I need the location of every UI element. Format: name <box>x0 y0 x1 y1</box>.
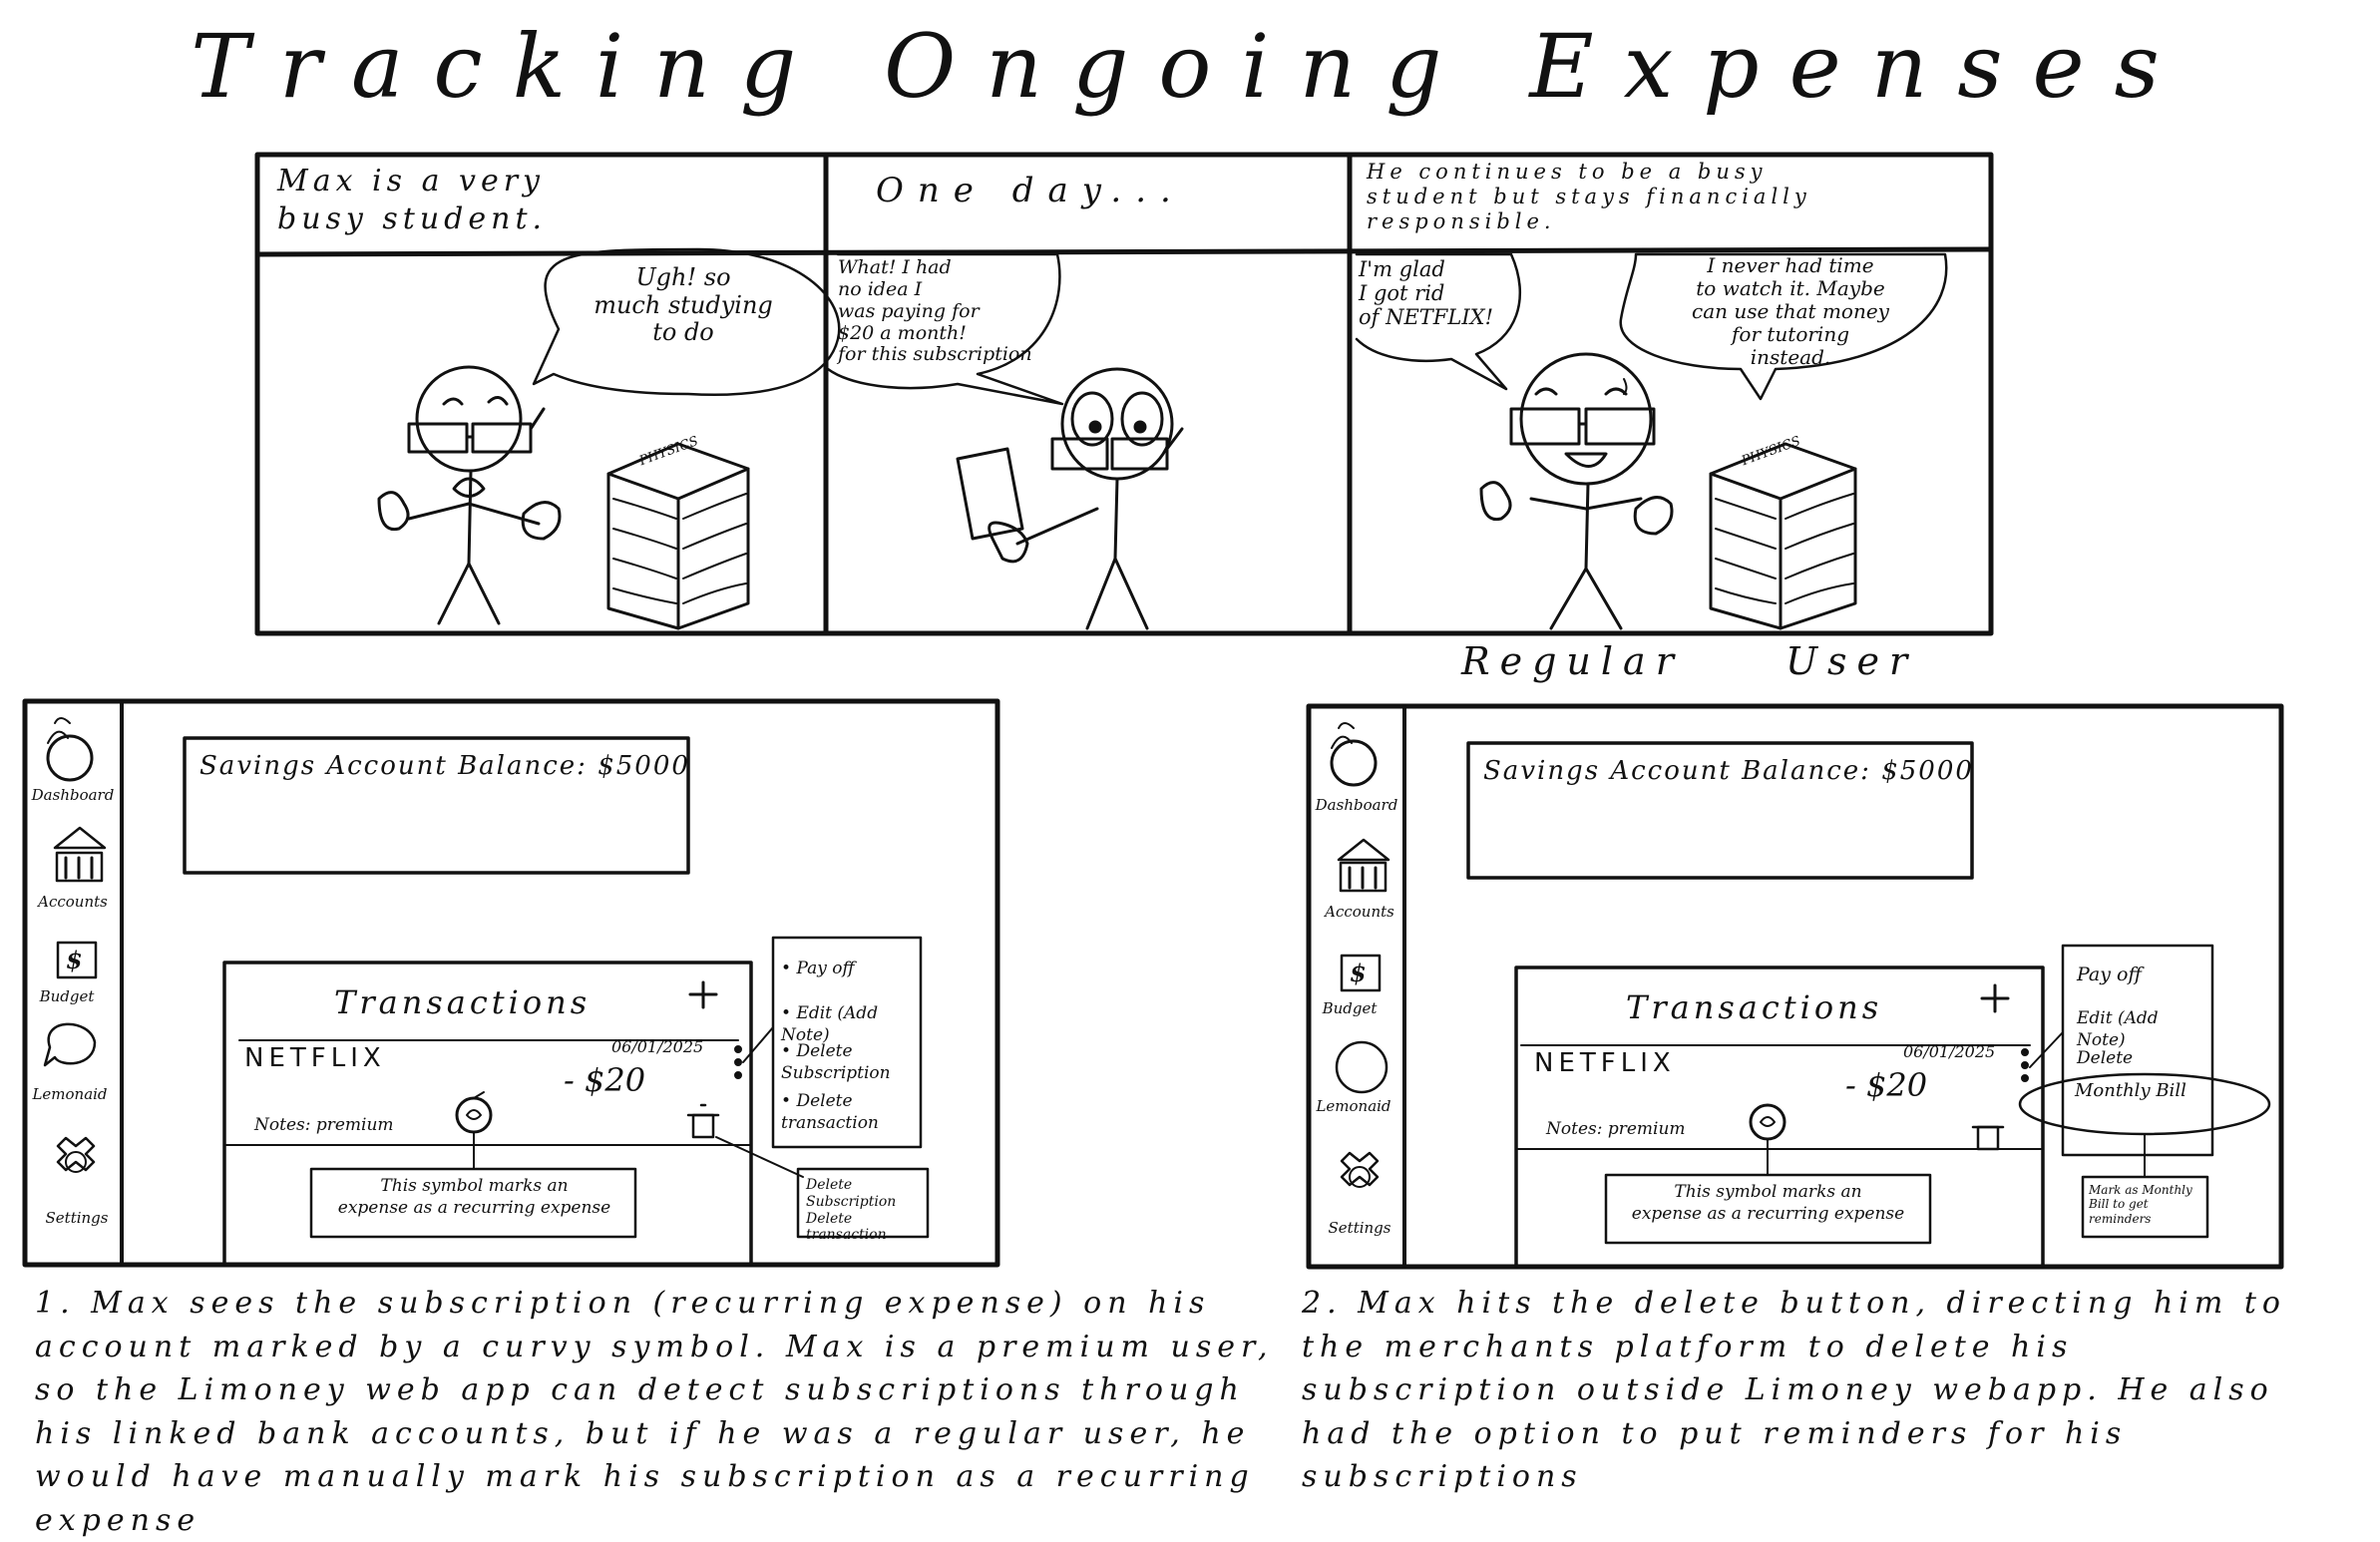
recurring-symbol-note: This symbol marks an expense as a recurr… <box>337 1176 611 1219</box>
menu-edit-label: Edit (Add Note) <box>781 1003 879 1046</box>
sidebar-item-dashboard[interactable]: Dashboard <box>31 786 115 804</box>
transaction-amount: - $20 <box>1845 1066 1928 1104</box>
menu-delete-subscription-label: Delete Subscription <box>781 1041 891 1084</box>
mockup1-drawing <box>22 698 1000 1268</box>
transaction-notes: Notes: premium <box>1546 1119 1686 1139</box>
panel1-caption: Max is a very busy student. <box>277 164 548 236</box>
panel2-drawing <box>826 252 1184 630</box>
transaction-notes: Notes: premium <box>254 1115 394 1135</box>
sidebar-item-lemonaid[interactable]: Lemonaid <box>32 1085 108 1103</box>
sidebar-item-settings[interactable]: Settings <box>45 1209 109 1227</box>
menu-edit[interactable]: • Edit (Add Note) <box>781 1003 879 1046</box>
mockup2-drawing <box>1306 703 2284 1270</box>
menu-monthly-bill[interactable]: Monthly Bill <box>2075 1080 2186 1101</box>
panel3-speech-right: I never had time to watch it. Maybe can … <box>1692 253 1889 369</box>
merchant-name[interactable]: NETFLIX <box>1534 1048 1676 1078</box>
panel3-speech-left: I'm glad I got rid of NETFLIX! <box>1359 257 1494 330</box>
recurring-symbol-note: This symbol marks an expense as a recurr… <box>1631 1182 1905 1225</box>
savings-balance: Savings Account Balance: $5000 <box>1483 756 1974 786</box>
menu-delete-transaction[interactable]: • Delete transaction <box>781 1091 879 1134</box>
dollar-icon: $ <box>1350 959 1367 987</box>
transaction-amount: - $20 <box>564 1061 646 1099</box>
transactions-title: Transactions <box>1626 988 1883 1026</box>
sidebar-item-budget[interactable]: Budget <box>1322 999 1378 1017</box>
merchant-name[interactable]: NETFLIX <box>244 1043 386 1073</box>
sidebar-item-dashboard[interactable]: Dashboard <box>1315 796 1398 814</box>
savings-balance: Savings Account Balance: $5000 <box>199 751 690 781</box>
menu-edit[interactable]: Edit (Add Note) <box>2077 1008 2159 1051</box>
menu-pay-off[interactable]: • Pay off <box>781 959 855 978</box>
page-title: Tracking Ongoing Expenses <box>191 15 2189 118</box>
panel2-caption: One day... <box>876 171 1185 210</box>
menu-delete-subscription[interactable]: • Delete Subscription <box>781 1041 891 1084</box>
panel2-speech-bubble: What! I had no idea I was paying for $20… <box>838 256 1032 366</box>
transactions-title: Transactions <box>334 983 592 1021</box>
sidebar-item-accounts[interactable]: Accounts <box>1325 903 1394 921</box>
sidebar-item-settings[interactable]: Settings <box>1328 1219 1391 1237</box>
menu-delete-transaction-label: Delete transaction <box>781 1091 879 1134</box>
panel1-drawing <box>377 247 841 630</box>
transaction-date: 06/01/2025 <box>1903 1042 1996 1061</box>
dollar-icon: $ <box>66 946 83 974</box>
monthly-bill-note: Mark as Monthly Bill to get reminders <box>2089 1183 2192 1226</box>
regular-user-label: Regular User <box>1461 639 1918 683</box>
sidebar-item-accounts[interactable]: Accounts <box>38 893 108 911</box>
transaction-date: 06/01/2025 <box>611 1037 704 1056</box>
menu-pay-off[interactable]: Pay off <box>2077 964 2142 985</box>
panel3-drawing <box>1355 252 1948 630</box>
panel3-caption: He continues to be a busy student but st… <box>1367 160 1811 234</box>
delete-options-note: Delete Subscription Delete transaction <box>806 1177 897 1244</box>
step1-description: 1. Max sees the subscription (recurring … <box>35 1286 1274 1538</box>
menu-delete[interactable]: Delete <box>2077 1048 2134 1068</box>
menu-pay-off-label: Pay off <box>796 959 855 978</box>
comic-strip-frame <box>254 152 1994 636</box>
sidebar-item-budget[interactable]: Budget <box>39 987 95 1005</box>
sketch-drawing <box>22 152 2284 1270</box>
sidebar-item-lemonaid[interactable]: Lemonaid <box>1316 1097 1391 1115</box>
step2-description: 2. Max hits the delete button, directing… <box>1302 1286 2286 1494</box>
panel1-speech-bubble: Ugh! so much studying to do <box>594 263 773 347</box>
